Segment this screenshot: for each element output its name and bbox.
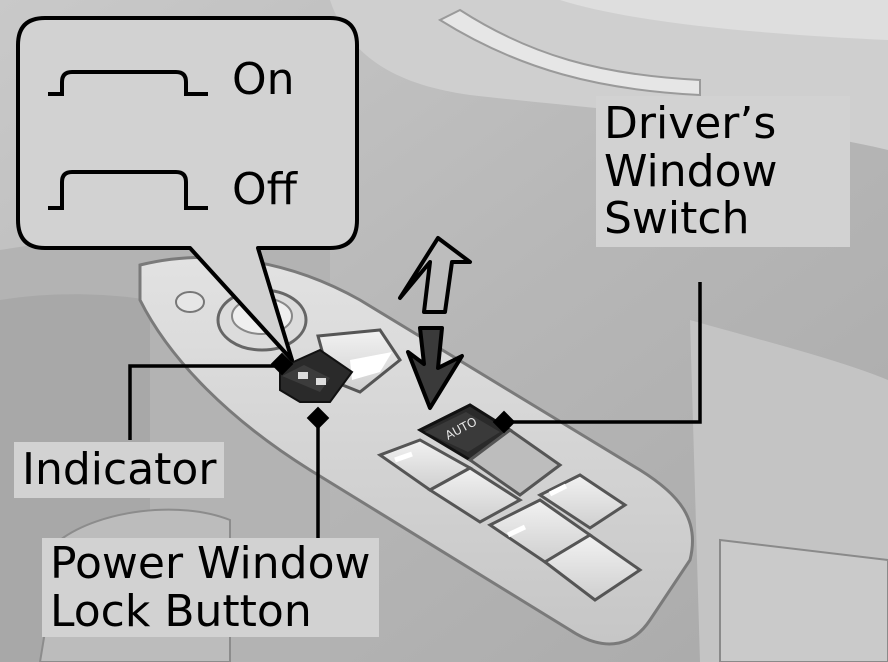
window-switch-passenger [427,466,523,524]
power-window-lock-button-label: Power Window Lock Button [42,538,379,638]
lock-button-symbol-2 [316,378,326,385]
up-arrow [398,236,472,314]
legend-on-label: On [232,54,295,105]
on-indicator-icon [48,70,208,96]
mirror-selector [175,291,205,313]
off-indicator-icon [48,170,208,210]
armrest-lower [719,538,888,662]
switch-highlight-3 [548,483,568,497]
down-arrow [406,326,464,410]
drivers-switch-base [467,428,563,497]
drivers-switch-face [425,412,500,452]
drivers-window-switch-label: Driver’s Window Switch [596,96,850,247]
indicator-marker [270,352,294,376]
legend-off-label: Off [232,164,297,215]
upper-trim-highlight [437,8,701,97]
indicator-leader-line [128,364,283,440]
lock-button-symbol [298,372,308,379]
lock-button-marker [306,406,330,430]
switch-highlight-2 [506,524,527,538]
power-window-lock-button-label-line1: Power Window [50,538,371,589]
drivers-window-switch-label-line1: Driver’s [604,98,777,149]
window-switch-rear-right-2 [542,533,643,602]
lock-switch-highlight [350,352,392,380]
indicator-label: Indicator [14,442,225,498]
power-window-lock-button-label-line2: Lock Button [50,585,312,637]
switch-highlight-1 [394,451,413,463]
upper-trim-top [560,0,888,40]
drivers-switch-marker [492,410,516,434]
drivers-window-switch-label-line2: Window [604,145,778,197]
drivers-window-switch-label-line3: Switch [604,193,750,245]
drivers-switch-leader-line [504,282,702,424]
